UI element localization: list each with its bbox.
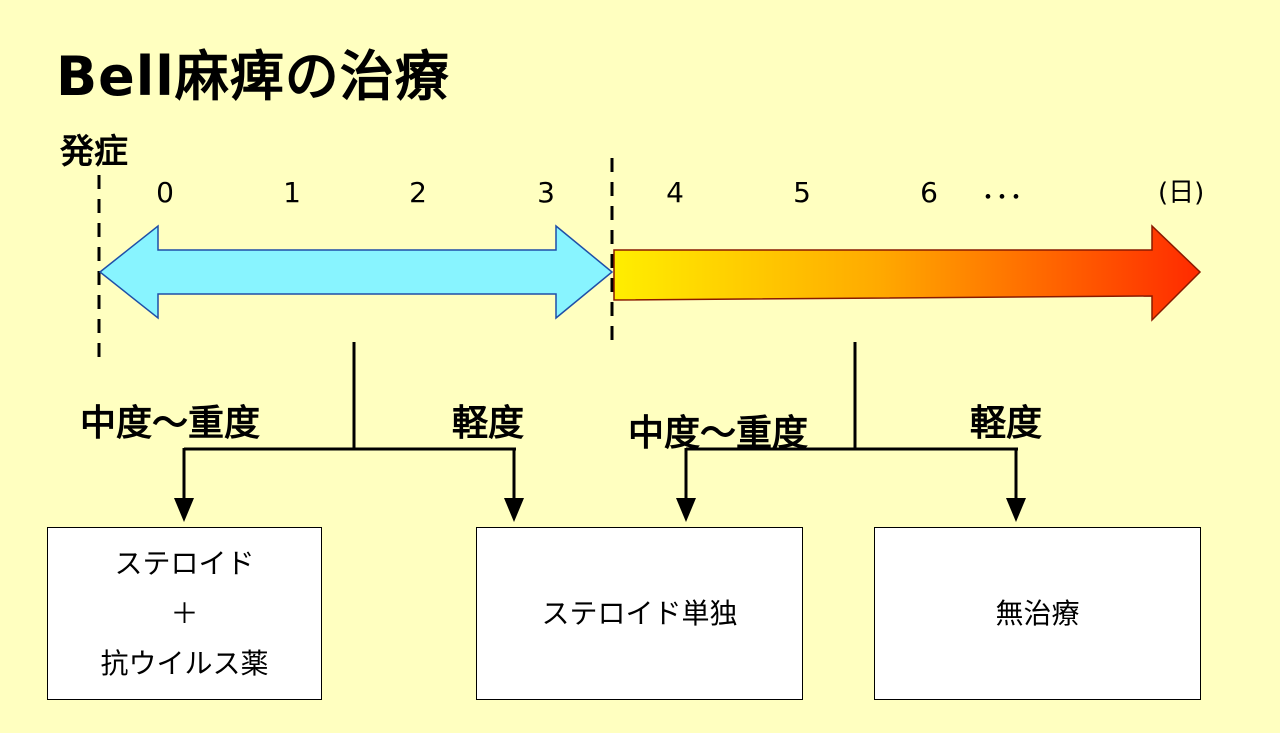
steroid-only-box: ステロイド単独 bbox=[476, 527, 803, 700]
late-phase-arrow bbox=[613, 224, 1202, 322]
day-label-ellipsis: ･･･ bbox=[980, 181, 1023, 214]
arrowhead-to-steroid-box-right bbox=[676, 498, 696, 522]
unit-label: (日) bbox=[1158, 178, 1205, 208]
onset-label: 発症 bbox=[60, 132, 128, 172]
day-label-5: 5 bbox=[793, 176, 811, 209]
early-phase-double-arrow bbox=[98, 224, 614, 320]
combo-treatment-box: ステロイド ＋ 抗ウイルス薬 bbox=[47, 527, 322, 700]
no-treatment-text: 無治療 bbox=[995, 596, 1080, 630]
day-label-2: 2 bbox=[409, 176, 427, 209]
early-severe-label: 中度～重度 bbox=[80, 403, 261, 444]
combo-line-antiviral: 抗ウイルス薬 bbox=[100, 646, 269, 680]
day-label-3: 3 bbox=[537, 176, 555, 209]
late-decision-tree bbox=[684, 342, 1018, 500]
arrowhead-to-combo-box bbox=[174, 498, 194, 522]
combo-line-steroid: ステロイド bbox=[114, 546, 255, 580]
steroid-only-text: ステロイド単独 bbox=[541, 596, 738, 630]
late-mild-label: 軽度 bbox=[970, 403, 1043, 444]
no-treatment-box: 無治療 bbox=[874, 527, 1201, 700]
day-label-4: 4 bbox=[666, 176, 684, 209]
early-decision-tree bbox=[182, 342, 516, 500]
day-label-1: 1 bbox=[283, 176, 301, 209]
early-mild-label: 軽度 bbox=[452, 403, 525, 444]
day-label-6: 6 bbox=[920, 176, 938, 209]
day-label-0: 0 bbox=[156, 176, 174, 209]
combo-line-plus: ＋ bbox=[170, 596, 199, 630]
page-title: Bell麻痺の治療 bbox=[56, 45, 450, 108]
arrowhead-to-no-treatment-box bbox=[1006, 498, 1026, 522]
arrowhead-to-steroid-box-left bbox=[504, 498, 524, 522]
late-severe-label: 中度～重度 bbox=[628, 413, 809, 454]
